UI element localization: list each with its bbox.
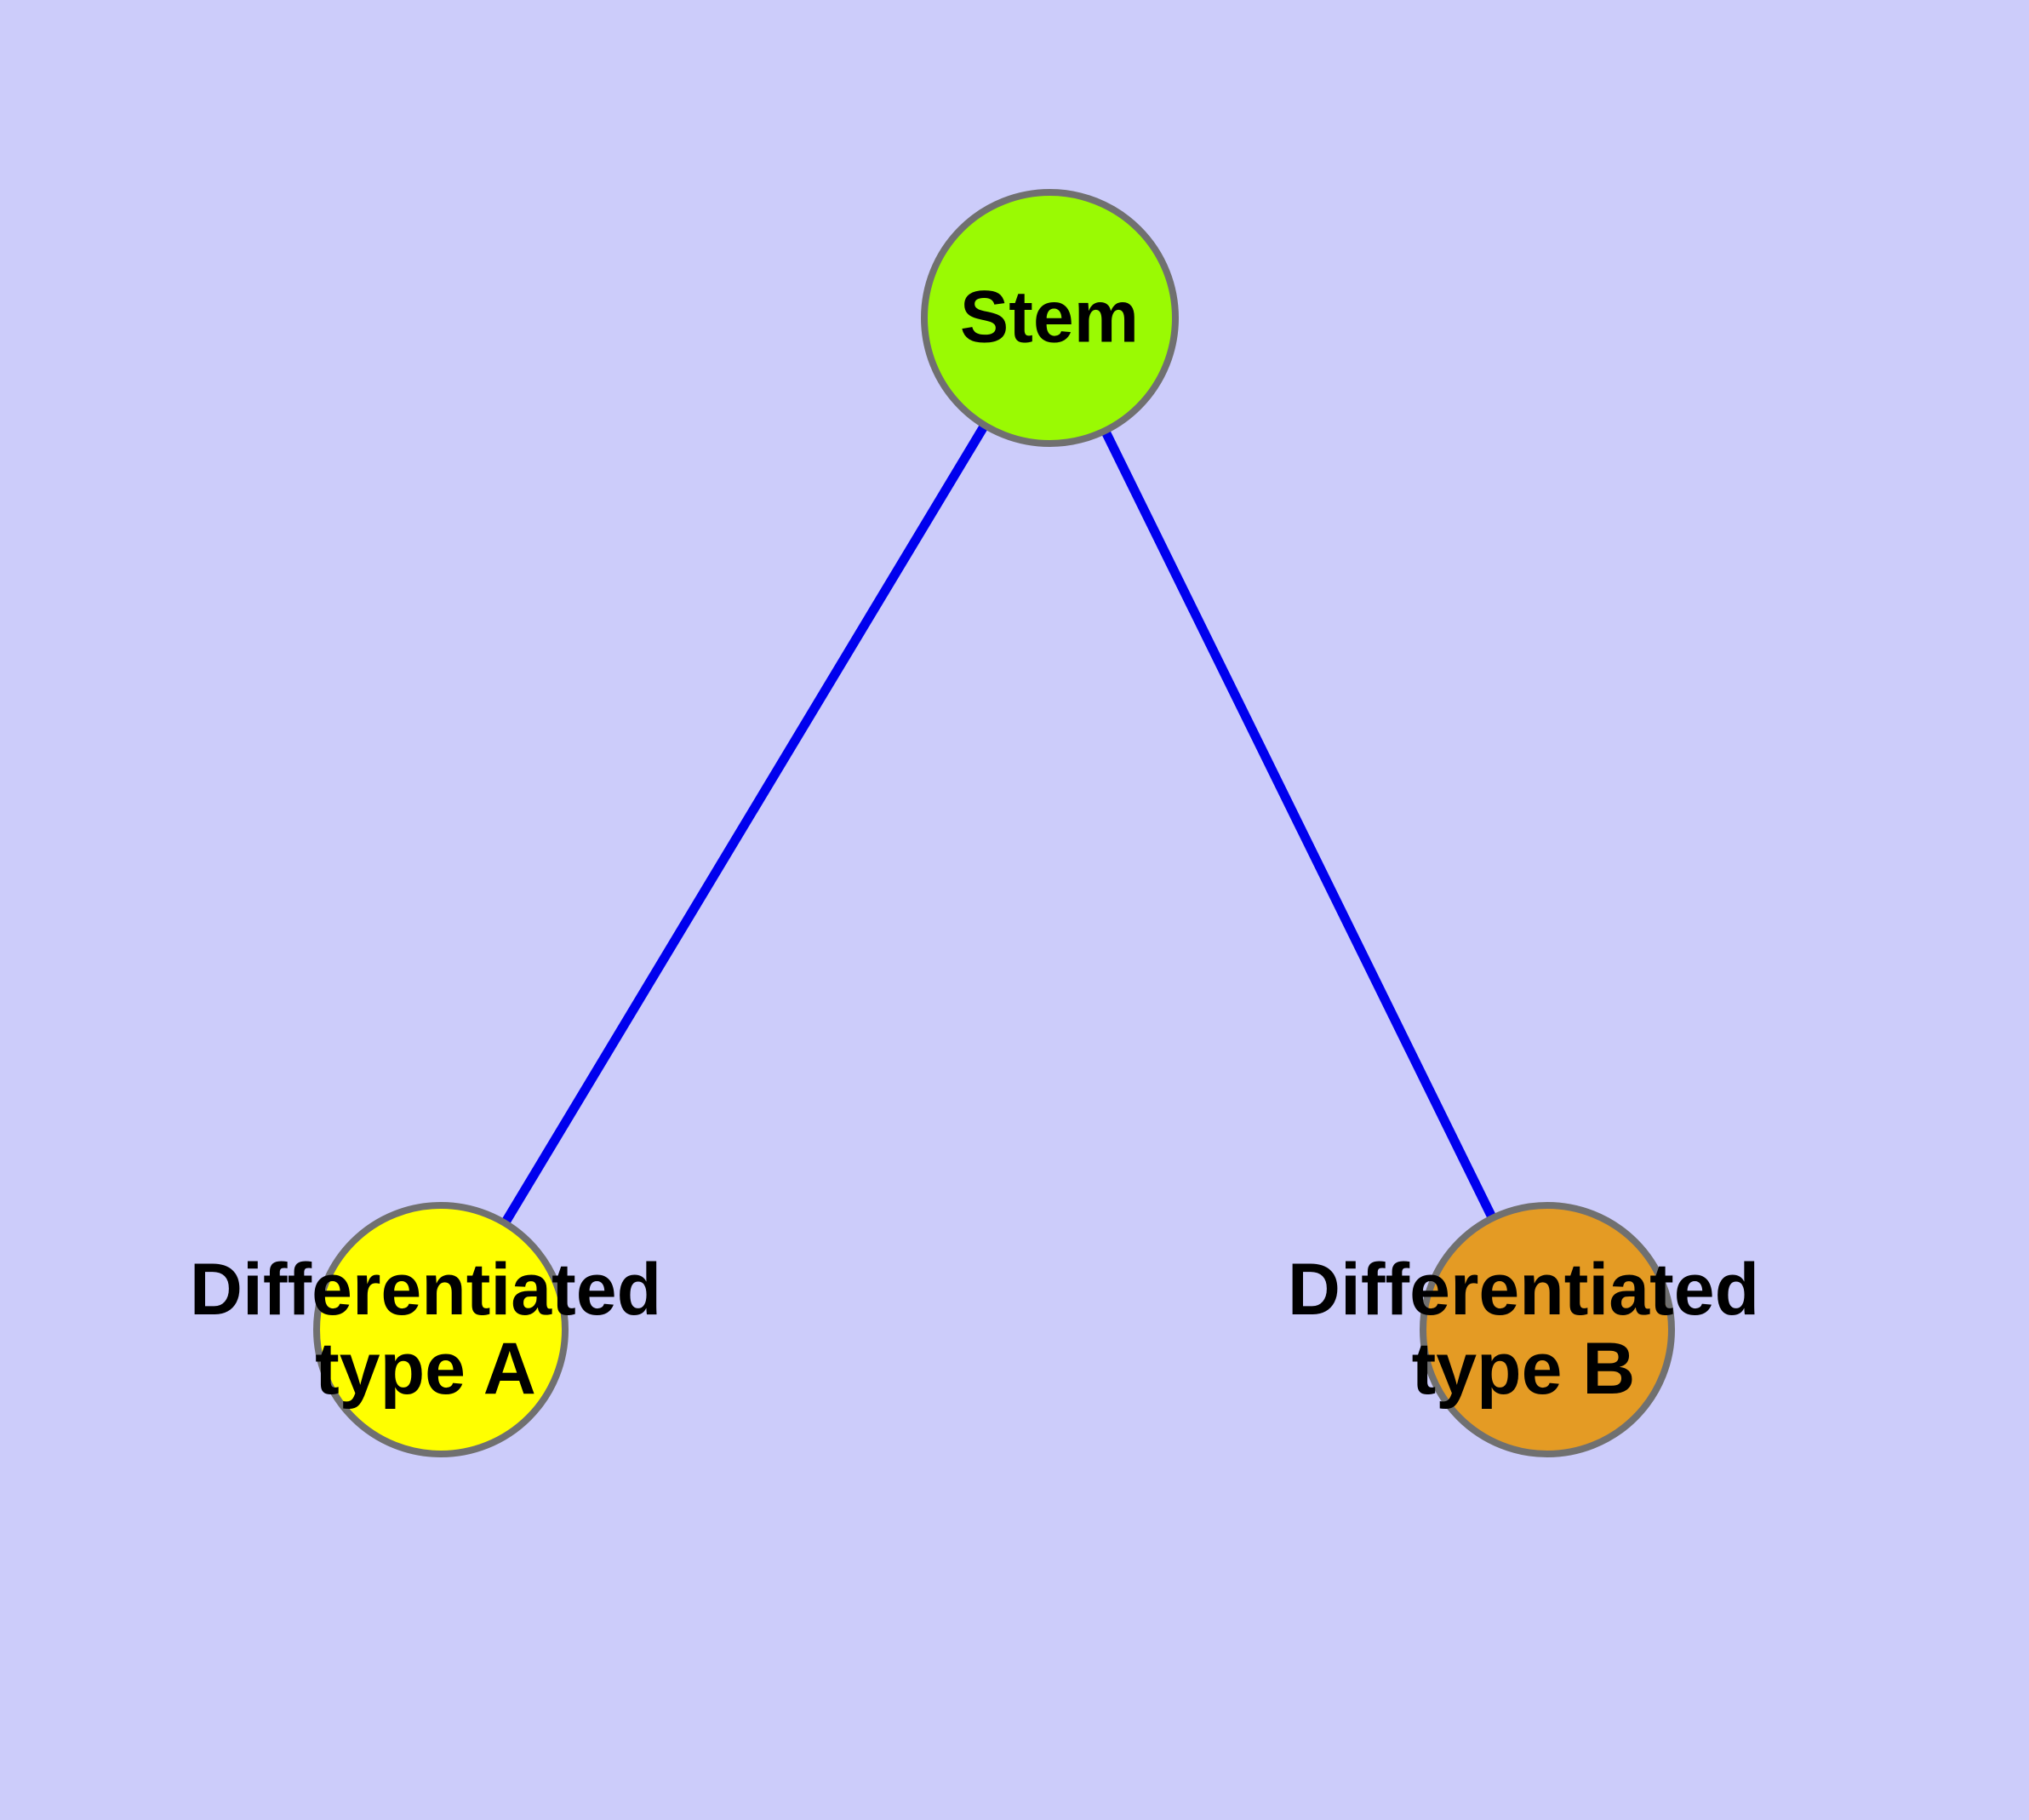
node-diff-a[interactable] <box>313 1202 569 1457</box>
edge-stem-to-b <box>1045 315 1552 1332</box>
node-diff-b[interactable] <box>1420 1202 1675 1457</box>
node-stem[interactable] <box>920 188 1179 447</box>
edge-stem-to-a <box>437 315 1054 1332</box>
